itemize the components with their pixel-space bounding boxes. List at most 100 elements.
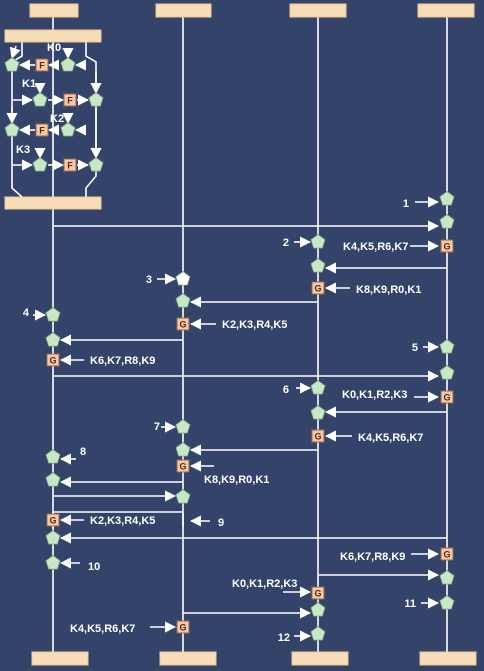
g-function-box: [311, 429, 325, 443]
key-schedule-label: K6,K7,R8,K9: [340, 551, 405, 563]
xor-node: [439, 570, 455, 585]
step-number-label: 10: [88, 561, 100, 573]
inset-right-rail: [85, 42, 97, 197]
inset-xor-node: [88, 92, 104, 107]
xor-node: [310, 234, 326, 249]
inset-xor-node: [60, 57, 76, 72]
g-function-label: G: [49, 356, 56, 366]
xor-node: [310, 602, 326, 617]
output-terminal-bar: [419, 651, 477, 666]
step-number-label: 3: [146, 274, 152, 286]
g-function-label: G: [443, 393, 450, 403]
xor-node: [439, 595, 455, 610]
inset-xor-node: [60, 122, 76, 137]
key-schedule-label: K2,K3,R4,K5: [90, 515, 155, 527]
g-function-label: G: [443, 242, 450, 252]
xor-node: [310, 626, 326, 641]
step-number-label: 5: [412, 342, 418, 354]
inset-xor-node: [32, 92, 48, 107]
g-function-box: [176, 317, 190, 331]
g-function-box: [46, 513, 60, 527]
g-function-box: [440, 239, 454, 253]
key-schedule-label: K0,K1,R2,K3: [232, 578, 297, 590]
key-schedule-label: K0,K1,R2,K3: [342, 389, 407, 401]
key-schedule-label: K4,K5,R6,K7: [343, 241, 408, 253]
g-function-label: G: [443, 550, 450, 560]
xor-node: [45, 307, 61, 322]
xor-node: [175, 442, 191, 457]
inset-xor-node: [32, 157, 48, 172]
step-number-label: 9: [218, 517, 224, 529]
f-function-label: F: [39, 61, 45, 71]
output-terminal-bar: [159, 651, 217, 666]
output-terminal-bar: [31, 651, 89, 666]
step-number-label: 6: [283, 384, 289, 396]
inset-xor-node: [4, 122, 20, 137]
xor-node: [439, 339, 455, 354]
xor-node: [439, 191, 455, 206]
f-function-label: F: [39, 126, 45, 136]
step-number-label: 1: [403, 198, 409, 210]
g-function-box: [311, 281, 325, 295]
step-number-label: 12: [278, 632, 290, 644]
key-schedule-label: K6,K7,R8,K9: [90, 355, 155, 367]
g-function-label: G: [314, 432, 321, 442]
inset-key-label: K0: [47, 42, 61, 54]
step-number-label: 4: [23, 307, 30, 319]
inset-key-label: K2: [50, 113, 64, 125]
step-number-label: 8: [80, 446, 86, 458]
g-function-box: [440, 547, 454, 561]
key-schedule-label: K8,K9,R0,K1: [356, 284, 421, 296]
input-terminal-bar: [155, 3, 212, 18]
f-function-box: [63, 158, 77, 172]
key-schedule-label: K2,K3,R4,K5: [222, 319, 287, 331]
inset-xor-node: [4, 57, 20, 72]
g-function-label: G: [314, 284, 321, 294]
xor-node: [310, 405, 326, 420]
key-schedule-label: K4,K5,R6,K7: [358, 432, 423, 444]
f-function-label: F: [67, 161, 73, 171]
key-schedule-label: K4,K5,R6,K7: [70, 623, 135, 635]
xor-node: [439, 214, 455, 229]
inset-arrow: [9, 45, 21, 60]
inset-key-label: K3: [16, 144, 30, 156]
input-terminal-bar: [289, 3, 347, 18]
inset-bottom-bar: [4, 196, 102, 210]
inset-top-bar: [4, 29, 102, 43]
xor-node: [45, 530, 61, 545]
g-function-label: G: [179, 320, 186, 330]
step-number-label: 7: [154, 421, 160, 433]
xor-node: [45, 449, 61, 464]
step-number-label: 11: [404, 598, 416, 610]
key-schedule-label: K8,K9,R0,K1: [204, 474, 269, 486]
f-function-label: F: [67, 96, 73, 106]
xor-node: [45, 555, 61, 570]
f-function-box: [63, 93, 77, 107]
g-function-box: [176, 459, 190, 473]
input-terminal-bar: [417, 3, 475, 18]
g-function-box: [440, 390, 454, 404]
g-function-label: G: [179, 462, 186, 472]
g-function-label: G: [49, 516, 56, 526]
white-xor-node: [175, 271, 191, 286]
step-number-label: 2: [283, 237, 289, 249]
g-function-label: G: [314, 589, 321, 599]
xor-node: [310, 258, 326, 273]
xor-node: [175, 293, 191, 308]
f-function-box: [35, 123, 49, 137]
xor-node: [175, 489, 191, 504]
xor-node: [45, 332, 61, 347]
xor-node: [310, 380, 326, 395]
g-function-label: G: [179, 623, 186, 633]
inset-key-label: K1: [22, 78, 36, 90]
f-function-box: [35, 58, 49, 72]
g-function-box: [176, 620, 190, 634]
xor-node: [439, 365, 455, 380]
output-terminal-bar: [291, 651, 349, 666]
inset-xor-node: [88, 157, 104, 172]
xor-node: [45, 472, 61, 487]
input-terminal-bar: [29, 3, 79, 18]
xor-node: [175, 419, 191, 434]
g-function-box: [46, 353, 60, 367]
